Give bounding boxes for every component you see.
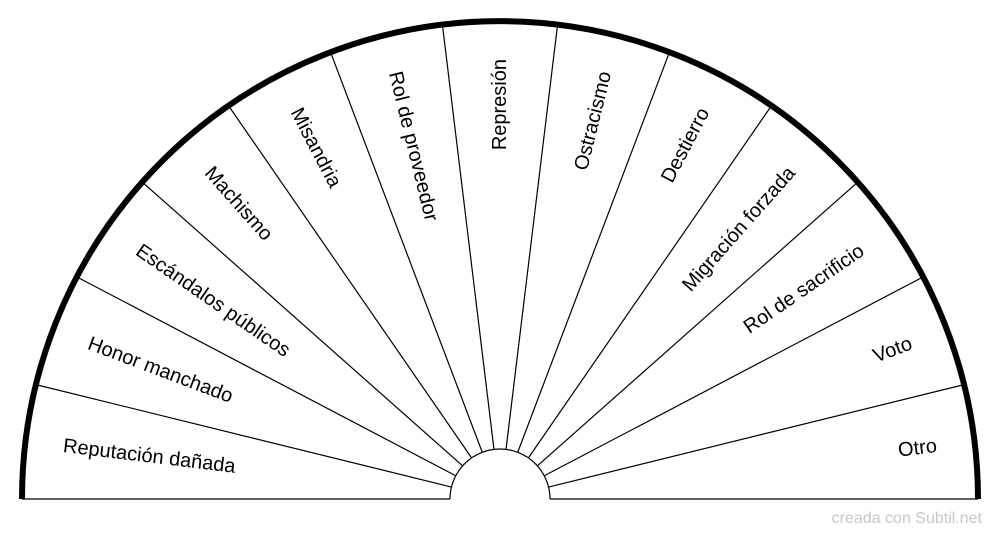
center-hub xyxy=(449,448,551,500)
segment-label: Rol de sacrificio xyxy=(740,240,869,338)
segment-label: Reputación dañada xyxy=(62,435,238,478)
divider-lines xyxy=(35,24,965,488)
segment-label: Voto xyxy=(870,333,915,368)
segment-label: Escándalos públicos xyxy=(132,240,295,362)
segment-label: Otro xyxy=(897,435,938,462)
segment-label: Misandria xyxy=(286,104,346,192)
segment-label: Rol de proveedor xyxy=(384,69,442,224)
segment-labels: Reputación dañada Honor manchadoEscándalo… xyxy=(62,59,938,478)
divider-line xyxy=(35,384,452,488)
divider-line xyxy=(441,24,495,450)
segment-label: Destierro xyxy=(657,104,714,186)
divider-line xyxy=(227,105,473,459)
divider-line xyxy=(505,24,559,450)
divider-line xyxy=(543,276,924,477)
divider-line xyxy=(537,181,859,467)
divider-line xyxy=(548,384,965,488)
segment-label: Ostracismo xyxy=(570,69,616,172)
divider-line xyxy=(329,51,483,453)
divider-line xyxy=(76,276,457,477)
divider-line xyxy=(141,181,463,467)
divider-line xyxy=(517,51,671,453)
segment-label: Machismo xyxy=(200,162,277,245)
divider-line xyxy=(527,105,773,459)
outer-arc xyxy=(19,18,981,500)
segment-label: Represión xyxy=(489,59,511,150)
segment-label: Migración forzada xyxy=(678,162,800,296)
segment-label: Honor manchado xyxy=(85,333,236,408)
credit-text: creada con Subtil.net xyxy=(831,510,982,527)
